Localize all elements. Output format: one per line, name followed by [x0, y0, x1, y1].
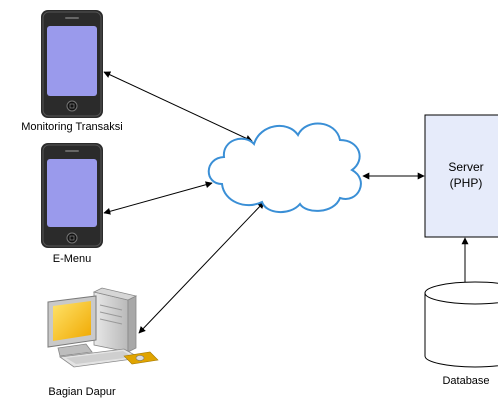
smartphone-icon [41, 143, 103, 248]
connector-monitoring-cloud [103, 71, 253, 142]
e-menu-label: E-Menu [53, 253, 92, 265]
connector-dapur-cloud [138, 201, 265, 334]
bagian-dapur-label: Bagian Dapur [48, 386, 116, 398]
desktop-computer-icon [47, 287, 159, 368]
server-label: Server [448, 160, 483, 174]
server-sublabel: (PHP) [450, 176, 483, 190]
connector-emenu-cloud [103, 181, 213, 215]
database-cylinder-icon [424, 281, 498, 368]
server-box [424, 114, 498, 238]
cloud-icon [207, 122, 362, 213]
smartphone-icon [41, 10, 103, 118]
monitoring-transaksi-label: Monitoring Transaksi [21, 121, 123, 133]
database-label: Database [442, 375, 489, 387]
